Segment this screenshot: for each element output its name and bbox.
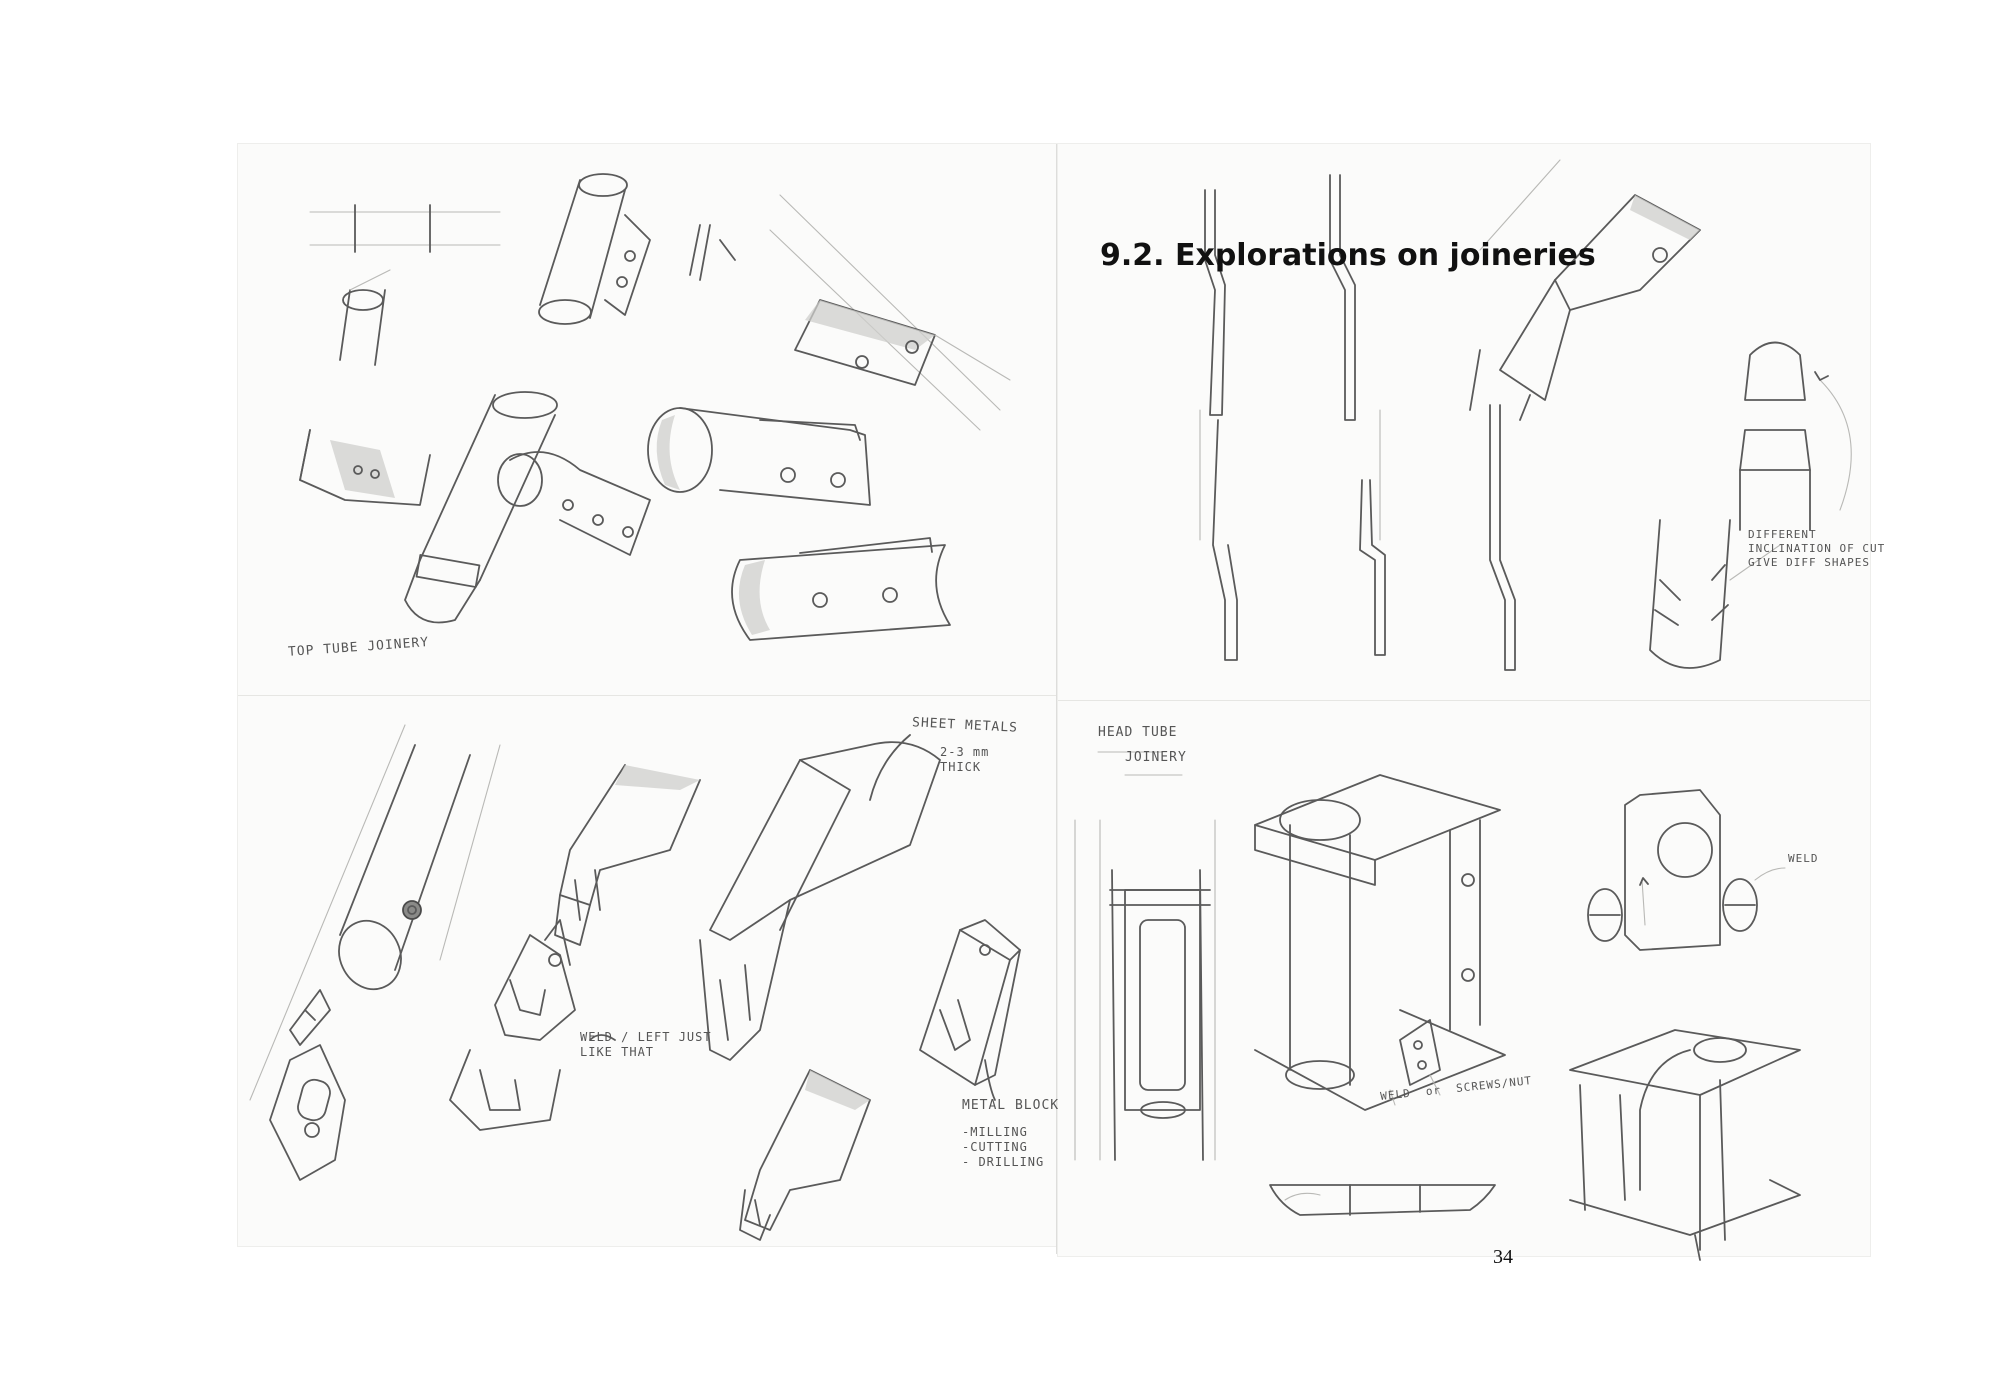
sketch-t-joint — [404, 391, 651, 624]
annotation-thickness: 2-3 mm THICK — [940, 745, 990, 774]
sheet-fold-left — [238, 695, 1056, 696]
annotation-processes: -MILLING -CUTTING - DRILLING — [962, 1125, 1045, 1169]
sketch-plate-with-hole — [1587, 789, 1786, 951]
annotation-weld-left: WELD / LEFT JUST LIKE THAT — [580, 1030, 712, 1059]
sketch-tube-lines — [309, 204, 501, 366]
sketch-metal-block — [919, 919, 1021, 1086]
annotation-weld-right: WELD — [1788, 852, 1819, 865]
sketch-pointer-lines-right — [1097, 751, 1441, 1106]
page-number: 34 — [1493, 1246, 1513, 1268]
sketch-half-tube-bottom — [731, 537, 951, 641]
sketch-slotted-tube — [538, 173, 736, 325]
sketch-long-tube — [249, 724, 501, 1181]
annotation-metal-block: METAL BLOCK — [962, 1098, 1060, 1113]
sketch-head-tube-iso — [1254, 774, 1506, 1111]
sketch-fork-bracket — [449, 919, 576, 1131]
annotation-joinery: JOINERY — [1125, 750, 1187, 765]
section-title: 9.2. Explorations on joineries — [1100, 238, 1596, 273]
sketch-head-tube-front — [1074, 819, 1216, 1161]
sketch-sheet-metal-channel — [699, 741, 941, 1061]
annotation-difference: DIFFERENT INCLINATION OF CUT GIVE DIFF S… — [1748, 528, 1886, 569]
sketch-bracket-iso — [1569, 1029, 1801, 1261]
sketch-tube-section — [1269, 1184, 1496, 1216]
sketch-tube-clamp — [299, 429, 431, 506]
sketch-bent-plates — [1199, 174, 1516, 671]
sketch-cut-shapes — [1649, 341, 1852, 669]
sketch-bent-strip — [554, 764, 701, 946]
sheet-fold-right — [1058, 700, 1870, 701]
sketch-flat-strip — [769, 194, 1011, 431]
sketch-small-fork — [739, 1069, 871, 1241]
annotation-head-tube: HEAD TUBE — [1098, 725, 1178, 740]
page-gutter — [1056, 144, 1057, 1254]
sketch-pointer-lines-left — [589, 734, 996, 1101]
sketch-half-tube-top — [647, 407, 871, 506]
sketch-angled-tube-joint — [1469, 159, 1701, 421]
